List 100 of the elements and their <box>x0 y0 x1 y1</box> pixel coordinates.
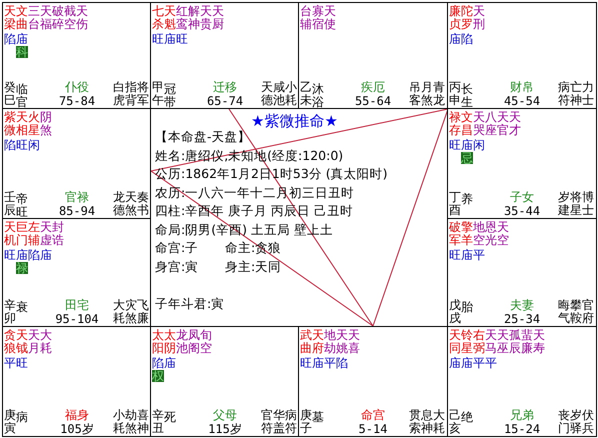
star-name: 右弼 <box>473 329 485 354</box>
god-star-name: 官府 <box>582 299 594 324</box>
star-name: 天魁 <box>164 5 176 30</box>
star-name: 天哭 <box>473 111 485 136</box>
star-name: 截空 <box>64 5 76 30</box>
brightness-label: 陷庙 <box>4 33 28 45</box>
god-star-name: 病符 <box>558 81 570 106</box>
star-name: 天同 <box>449 329 461 354</box>
god-star-name: 晦气 <box>558 299 570 324</box>
brightness-label: 旺庙旺 <box>152 33 188 45</box>
star-name: 八座 <box>485 111 497 136</box>
star-name: 贪狼 <box>4 329 16 354</box>
age-range: 95-104 <box>54 313 100 325</box>
god-star-name: 青龙 <box>433 81 445 106</box>
star-name: 陀罗 <box>461 5 473 30</box>
god-star-name: 博士 <box>582 191 594 216</box>
palace-cell <box>2 218 151 327</box>
star-name: 天马 <box>485 329 497 354</box>
age-range: 65-74 <box>206 95 244 107</box>
star-name: 紫微 <box>4 111 16 136</box>
star-name: 天巫 <box>497 329 509 354</box>
god-star-name: 攀鞍 <box>570 299 582 324</box>
palace-cell <box>447 218 597 327</box>
star-name: 破军 <box>449 221 461 246</box>
star-name: 天月 <box>28 329 40 354</box>
star-name: 天寿 <box>533 329 545 354</box>
star-name: 天才 <box>509 111 521 136</box>
palace-cell <box>2 2 151 109</box>
chart-title: ★紫微推命★ <box>251 114 338 129</box>
god-star-name: 喜神 <box>137 409 149 434</box>
star-name: 太阳 <box>152 329 164 354</box>
star-name: 文曲 <box>16 5 28 30</box>
star-name: 天使 <box>324 5 336 30</box>
stage-label: 死 <box>164 411 176 424</box>
brightness-label: 旺庙平 <box>449 249 485 261</box>
stage-label: 养 <box>461 193 473 206</box>
star-name: 禄存 <box>449 111 461 136</box>
god-star-name: 岁驿 <box>570 409 582 434</box>
god-star-name: 咸池 <box>273 81 285 106</box>
god-star-name: 力士 <box>582 81 594 106</box>
star-name: 龙池 <box>176 329 188 354</box>
star-name: 铃星 <box>461 329 473 354</box>
age-range: 85-94 <box>58 205 96 217</box>
stage-label: 沐浴 <box>312 83 324 108</box>
palace-name: 兄弟 <box>509 409 535 421</box>
age-range: 55-64 <box>354 95 392 107</box>
star-name: 天贵 <box>200 5 212 30</box>
age-range: 45-54 <box>502 95 542 107</box>
star-name: 天厨 <box>212 5 224 30</box>
info-line: 身主:天同 <box>225 260 282 273</box>
star-name: 巨门 <box>16 221 28 246</box>
star-name: 天虚 <box>40 221 52 246</box>
brightness-label: 旺庙陷庙 <box>4 249 52 261</box>
stem-branch-label: 丁酉 <box>449 191 461 216</box>
god-star-name: 岁建 <box>558 191 570 216</box>
star-name: 天刑 <box>473 5 485 30</box>
age-range: 115岁 <box>207 423 243 435</box>
star-name: 阴煞 <box>40 111 52 136</box>
info-line: 身宫:寅 <box>155 260 198 273</box>
stage-label: 长生 <box>461 83 473 108</box>
stem-branch-label: 甲午 <box>152 81 164 106</box>
stem-branch-label: 辛丑 <box>152 409 164 434</box>
stage-label: 墓 <box>312 411 324 424</box>
palace-name: 田宅 <box>64 299 90 311</box>
info-line: 公历:1862年1月2日1时53分 (真太阳时) <box>155 168 388 180</box>
brightness-label: 旺庙闲 <box>449 139 485 151</box>
god-star-name: 丧门 <box>558 409 570 434</box>
stage-label: 临官 <box>16 83 28 108</box>
transform-badge: 科 <box>16 46 28 58</box>
star-name: 天空 <box>497 221 509 246</box>
palace-cell <box>298 326 448 437</box>
star-name: 旬空 <box>200 329 212 354</box>
star-name: 地劫 <box>324 329 336 354</box>
palace-name: 夫妻 <box>509 299 535 311</box>
god-star-name: 大耗 <box>433 409 445 434</box>
stem-branch-label: 癸巳 <box>4 81 16 106</box>
god-star-name: 华盖 <box>273 409 285 434</box>
star-name: 天府 <box>312 329 324 354</box>
stage-label: 衰 <box>16 301 28 314</box>
stem-branch-label: 辛卯 <box>4 299 16 324</box>
palace-name: 子女 <box>509 191 535 203</box>
stem-branch-label: 壬辰 <box>4 191 16 216</box>
palace-cell <box>150 326 299 437</box>
brightness-label: 平旺 <box>4 357 28 369</box>
palace-name: 官禄 <box>64 191 90 203</box>
palace-name: 疾厄 <box>360 81 386 93</box>
star-name: 三台 <box>28 5 40 30</box>
god-star-name: 小耗 <box>113 409 125 434</box>
god-star-name: 吊客 <box>409 81 421 106</box>
stage-label: 帝旺 <box>16 193 28 218</box>
stem-branch-label: 己亥 <box>449 409 461 434</box>
star-name: 恩光 <box>485 221 497 246</box>
star-name: 天官 <box>497 111 509 136</box>
stem-branch-label: 庚子 <box>300 409 312 434</box>
star-name: 天福 <box>40 5 52 30</box>
palace-cell <box>2 326 151 437</box>
god-star-name: 息神 <box>421 409 433 434</box>
star-name: 廉贞 <box>449 5 461 30</box>
transform-badge: 权 <box>152 370 164 382</box>
palace-cell <box>298 2 448 109</box>
